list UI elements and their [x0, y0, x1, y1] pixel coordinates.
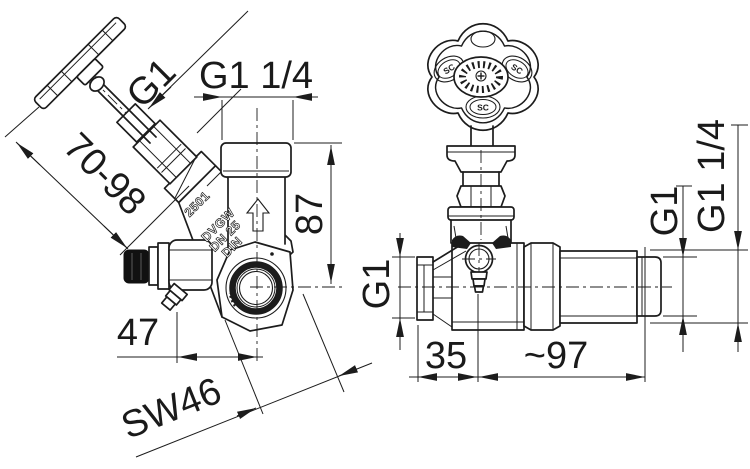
dim-inlet-thread: G1: [356, 233, 415, 350]
dim-union-thread: G1 1/4: [650, 119, 748, 352]
handwheel-logo-right: SC: [509, 62, 524, 77]
handwheel: SC SC SC: [427, 23, 539, 131]
thread-marks: [228, 292, 237, 307]
dimension-label-stem-thread: G1: [119, 51, 185, 117]
left-view: 2501 DVGW DN 25 DIN 70-98 G1: [4, 10, 373, 458]
bonnet-assembly: [446, 125, 516, 244]
outlet-collar: [220, 142, 292, 178]
union-nut-hexagon: [216, 241, 294, 332]
dimension-label-union-thread: G1 1/4: [691, 119, 733, 233]
dimension-label-overall-length: ~97: [524, 335, 588, 377]
inlet-port: [416, 245, 467, 328]
pipe-end-cap: [636, 256, 662, 317]
drain-hose-spout: [160, 282, 189, 311]
dimension-label-wrench-size: SW46: [116, 370, 228, 448]
dimension-label-inlet-thread: G1: [356, 259, 398, 310]
dimension-label-drain-offset: 47: [117, 312, 159, 354]
dimension-label-outlet-thread: G1 1/4: [199, 55, 313, 97]
handwheel-logo-bottom: SC: [477, 103, 489, 113]
dimension-label-outlet-thread-right: G1: [644, 186, 686, 237]
stem-knob: [89, 76, 105, 92]
handwheel-top-opening: [470, 30, 496, 48]
dim-outlet-height: 87: [289, 142, 342, 284]
stem: [95, 76, 157, 138]
dimension-label-inlet-length: 35: [425, 335, 467, 377]
handle-bar: [33, 16, 127, 110]
drain-boss: [462, 243, 496, 293]
dimension-label-outlet-height: 87: [289, 193, 331, 235]
dim-outlet-thread-right: G1: [644, 185, 697, 352]
right-view: SC SC SC: [356, 23, 748, 382]
dim-outlet-thread: G1 1/4: [194, 55, 318, 140]
union-nut: [523, 242, 561, 331]
drain-knurled-cap: [123, 249, 150, 284]
drain-valve: [123, 239, 213, 311]
dim-drain-offset: 47: [117, 312, 263, 363]
dim-lengths: 35 ~97: [409, 247, 646, 382]
flow-direction-arrow: [245, 198, 271, 232]
bonnet: [132, 119, 198, 185]
